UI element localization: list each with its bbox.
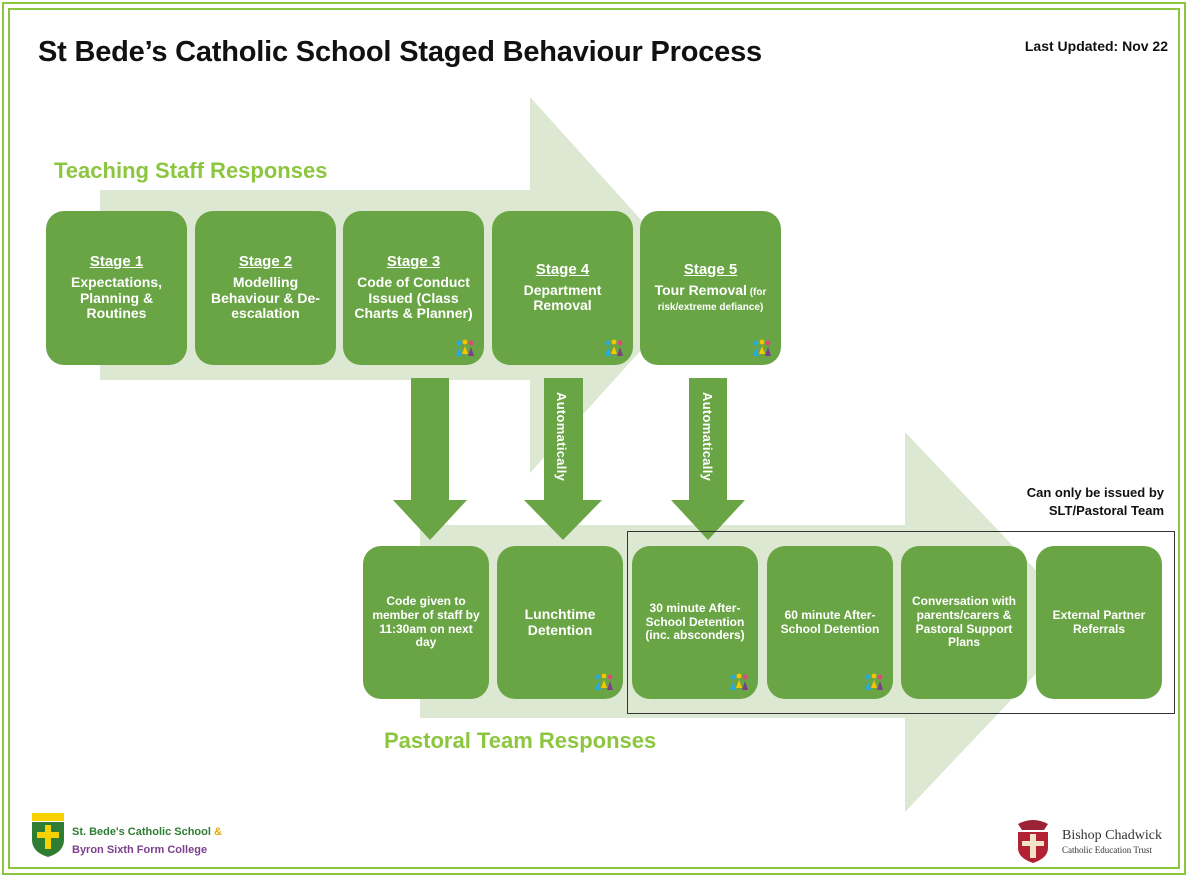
class-charts-icon (865, 673, 883, 690)
stage-3-heading: Stage 3 (386, 253, 441, 271)
stage-5-note: (for risk/extreme defiance) (657, 286, 767, 314)
class-charts-icon (456, 339, 474, 356)
stage-2-text: Modelling Behaviour & De-escalation (211, 273, 320, 322)
stage-3-text: Code of Conduct Issued (Class Charts & P… (354, 273, 473, 322)
school-line2: Byron Sixth Form College (72, 843, 208, 856)
stage-1-text: Expectations, Planning & Routines (70, 273, 163, 322)
school-crest-icon (32, 813, 64, 857)
class-charts-icon (605, 339, 623, 356)
pastoral-text-code-given: Code given to member of staff by 11:30am… (372, 594, 480, 650)
pastoral-box-60min: 60 minute After-School Detention (767, 546, 893, 699)
school-name: St. Bede's Catholic School & Byron Sixth… (72, 824, 222, 859)
stage-4-text: Department Removal (523, 281, 602, 314)
inner-border (8, 8, 1180, 869)
stage-1-heading: Stage 1 (89, 253, 144, 271)
pastoral-box-conversation: Conversation with parents/carers & Pasto… (901, 546, 1027, 699)
teaching-staff-label: Teaching Staff Responses (54, 158, 328, 183)
title-school: St Bede’s Catholic School (38, 36, 392, 68)
pastoral-team-label: Pastoral Team Responses (384, 728, 657, 753)
stage-5-main: Tour Removal (654, 281, 747, 298)
pastoral-text-60min: 60 minute After-School Detention (780, 607, 880, 636)
pastoral-box-lunchtime: Lunchtime Detention (497, 546, 623, 699)
school-line1: St. Bede's Catholic School (72, 826, 211, 838)
stage-2-box: Stage 2 Modelling Behaviour & De-escalat… (195, 211, 336, 365)
slt-note: Can only be issued by SLT/Pastoral Team (1026, 485, 1164, 518)
class-charts-icon (595, 673, 613, 690)
auto-label-stage4: Automatically (554, 392, 569, 482)
slt-group-frame (627, 531, 1175, 714)
trust-name-sub: Catholic Education Trust (1062, 845, 1152, 855)
stage-5-heading: Stage 5 (683, 260, 738, 278)
class-charts-icon (753, 339, 771, 356)
down-arrow-stage5 (671, 378, 745, 540)
pastoral-box-30min: 30 minute After-School Detention (inc. a… (632, 546, 758, 699)
pastoral-text-external: External Partner Referrals (1052, 607, 1146, 636)
trust-name: Bishop Chadwick Catholic Education Trust (1062, 826, 1162, 855)
stage-4-heading: Stage 4 (535, 260, 590, 278)
down-arrow-stage3 (393, 378, 467, 540)
title-process: Staged Behaviour Process (399, 36, 762, 68)
pastoral-text-lunchtime: Lunchtime Detention (524, 605, 596, 638)
pastoral-text-conversation: Conversation with parents/carers & Pasto… (911, 594, 1016, 650)
trust-crest-icon (1018, 820, 1048, 863)
pastoral-box-external: External Partner Referrals (1036, 546, 1162, 699)
trust-name-main: Bishop Chadwick (1062, 828, 1162, 843)
stage-4-box: Stage 4 Department Removal (492, 211, 633, 365)
stage-2-heading: Stage 2 (238, 253, 293, 271)
school-amp: & (213, 826, 222, 838)
stage-3-box: Stage 3 Code of Conduct Issued (Class Ch… (343, 211, 484, 365)
stage-1-box: Stage 1 Expectations, Planning & Routine… (46, 211, 187, 365)
class-charts-icon (730, 673, 748, 690)
auto-label-stage5: Automatically (700, 392, 715, 482)
down-arrow-stage4 (524, 378, 602, 540)
pastoral-box-code-given: Code given to member of staff by 11:30am… (363, 546, 489, 699)
stage-5-box: Stage 5 Tour Removal (for risk/extreme d… (640, 211, 781, 365)
pastoral-text-30min: 30 minute After-School Detention (inc. a… (645, 600, 745, 643)
stage-5-text: Tour Removal (for risk/extreme defiance) (648, 281, 773, 314)
last-updated: Last Updated: Nov 22 (1024, 38, 1168, 54)
